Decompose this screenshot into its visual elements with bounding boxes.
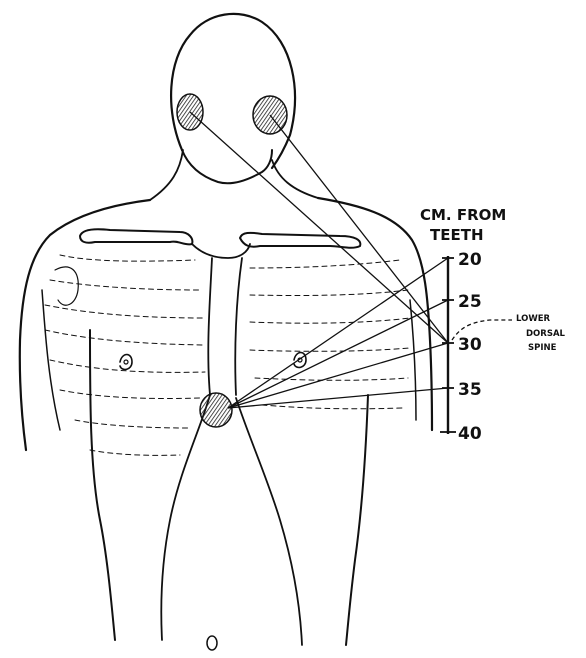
scale-label-40: 40 (458, 424, 482, 444)
head-outline (171, 14, 295, 168)
left-torso-side (90, 330, 115, 640)
annotation-line1: LOWER (516, 314, 551, 324)
epigastric-region (200, 393, 232, 427)
navel (207, 636, 217, 650)
left-shoulder-outline (20, 200, 150, 450)
annotation-line3: SPINE (528, 343, 557, 353)
left-nipple (120, 355, 132, 370)
abdomen-left-line (161, 395, 210, 640)
sternum-right-edge (235, 258, 242, 395)
rib-lines (45, 255, 410, 455)
scale-label-25: 25 (458, 292, 482, 312)
right-nipple (294, 353, 306, 368)
right-clavicle (240, 233, 360, 248)
abdomen-right-line (236, 398, 302, 645)
depth-scale: 20 25 30 35 40 (440, 250, 482, 444)
referral-line-right-ear (270, 115, 448, 343)
sternum-left-edge (208, 258, 212, 395)
neck-outline (182, 150, 272, 183)
shoulder-joint-sketch (55, 267, 78, 305)
scale-label-20: 20 (458, 250, 482, 270)
left-clavicle (80, 229, 192, 244)
scale-title-line1: CM. FROM (420, 206, 506, 224)
neck-left-line (150, 150, 183, 200)
sternum-outline (192, 244, 250, 258)
referral-line-left-ear (190, 112, 448, 343)
scale-label-30: 30 (458, 335, 482, 355)
scale-label-35: 35 (458, 380, 482, 400)
annotation-line2: DORSAL (526, 329, 566, 339)
scale-title-line2: TEETH (430, 226, 484, 244)
right-torso-side (346, 395, 368, 645)
